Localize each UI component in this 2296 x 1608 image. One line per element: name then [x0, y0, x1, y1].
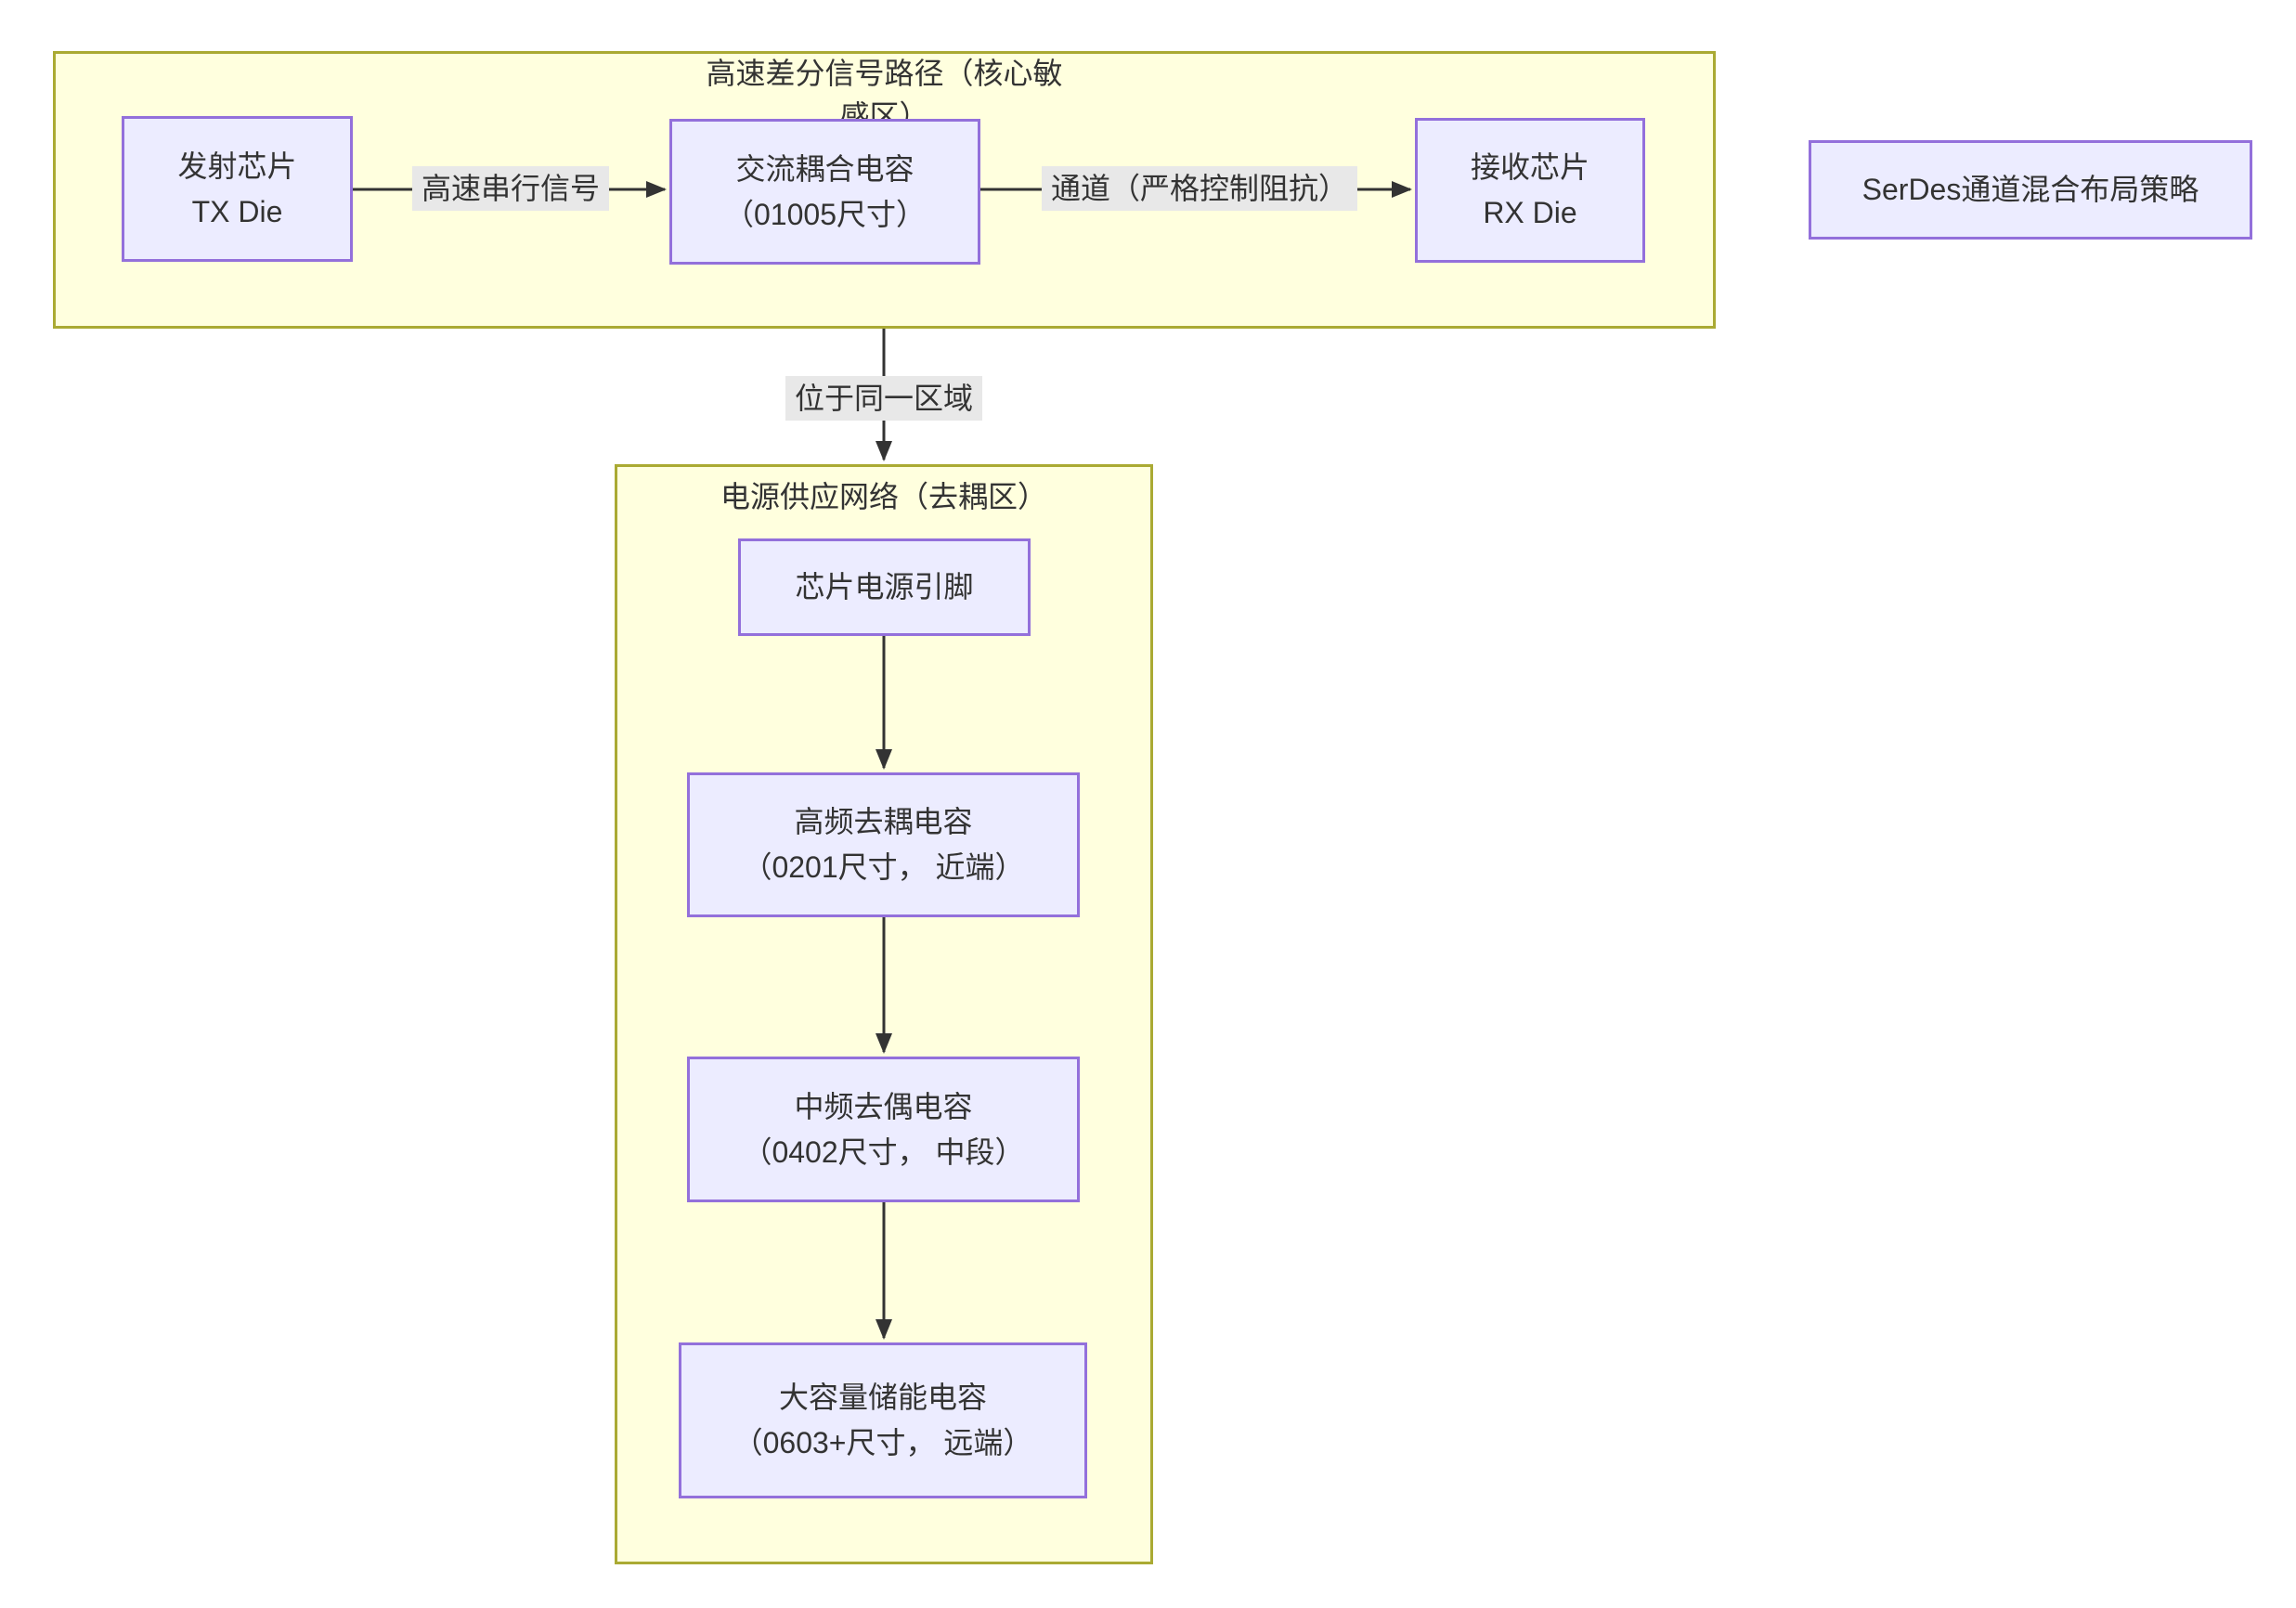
node-tx-die-line1: 发射芯片 [177, 149, 297, 183]
cluster-pdn-title: 电源供应网络（去耦区） [720, 480, 1047, 513]
node-rx-die: 接收芯片 RX Die [1415, 118, 1645, 263]
edge-label-same-region: 位于同一区域 [785, 376, 983, 421]
node-tx-die: 发射芯片 TX Die [122, 116, 353, 262]
node-power-pin: 芯片电源引脚 [738, 538, 1031, 636]
node-serdes-strategy: SerDes通道混合布局策略 [1809, 140, 2252, 240]
node-hf-decoupling-cap-line1: 高频去耦电容 [794, 805, 973, 838]
edge-label-channel-impedance: 通道（严格控制阻抗） [1041, 166, 1358, 211]
cluster-signal-path-title-line1: 高速差分信号路径（核心敏 [706, 57, 1063, 90]
node-ac-coupling-cap-line2: （01005尺寸） [724, 197, 926, 231]
node-mf-decoupling-cap-line2: （0402尺寸， 中段） [742, 1135, 1025, 1169]
node-bulk-cap-line1: 大容量储能电容 [778, 1381, 987, 1414]
node-mf-decoupling-cap: 中频去偶电容 （0402尺寸， 中段） [687, 1057, 1080, 1202]
node-hf-decoupling-cap: 高频去耦电容 （0201尺寸， 近端） [687, 772, 1080, 917]
node-ac-coupling-cap-line1: 交流耦合电容 [735, 151, 915, 186]
node-rx-die-line1: 接收芯片 [1470, 150, 1589, 184]
node-hf-decoupling-cap-line2: （0201尺寸， 近端） [742, 850, 1025, 884]
node-tx-die-line2: TX Die [191, 194, 283, 228]
node-bulk-cap: 大容量储能电容 （0603+尺寸， 远端） [679, 1342, 1087, 1498]
node-mf-decoupling-cap-line1: 中频去偶电容 [794, 1089, 973, 1123]
node-rx-die-line2: RX Die [1483, 196, 1577, 229]
node-bulk-cap-line2: （0603+尺寸， 远端） [733, 1426, 1033, 1459]
node-ac-coupling-cap: 交流耦合电容 （01005尺寸） [669, 119, 980, 265]
edge-label-serial-signal: 高速串行信号 [411, 166, 610, 211]
